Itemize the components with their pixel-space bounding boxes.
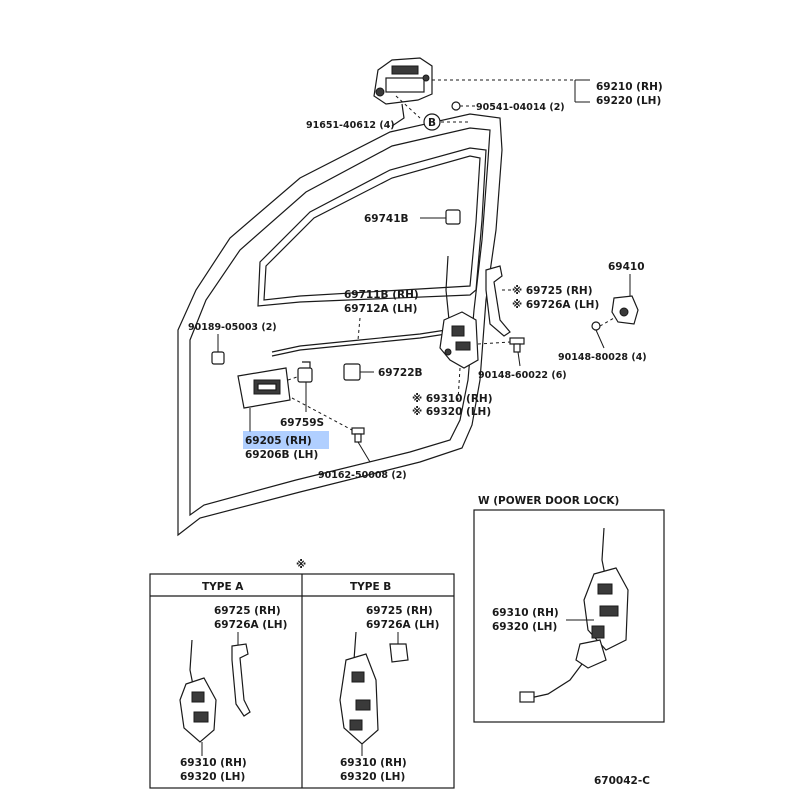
power-door-lock-inset: W (POWER DOOR LOCK) 69310 (RH) 69320 (LH… xyxy=(473,495,665,723)
label-69711b: 69711B (RH) xyxy=(344,289,419,301)
part-69741b xyxy=(445,209,461,225)
door-frame xyxy=(177,113,503,537)
label-90148-60022: 90148-60022 (6) xyxy=(478,370,567,381)
label-69410: 69410 xyxy=(608,261,645,273)
label-tb-69725: 69725 (RH) xyxy=(366,605,433,617)
label-69726a: ※ 69726A (LH) xyxy=(512,299,599,311)
door-lock-assembly-main xyxy=(439,255,479,369)
leader-69310-main xyxy=(457,367,461,401)
leader-handle-rod xyxy=(287,375,301,381)
label-69722b: 69722B xyxy=(378,367,423,379)
label-90541: 90541-04014 (2) xyxy=(476,102,565,113)
leader-screw-handle xyxy=(291,397,353,431)
leader-90162 xyxy=(357,441,371,463)
label-90148-80028: 90148-80028 (4) xyxy=(558,352,647,363)
tb-clip xyxy=(389,643,409,663)
label-69712a: 69712A (LH) xyxy=(344,303,417,315)
label-69759s: 69759S xyxy=(280,417,324,429)
label-ta-69320: 69320 (LH) xyxy=(180,771,245,783)
outside-handle-part xyxy=(373,57,433,127)
label-pd-69320: 69320 (LH) xyxy=(492,621,557,633)
inside-handle-69205 xyxy=(237,367,291,409)
leader-69711b xyxy=(357,317,361,341)
label-type-a: TYPE A xyxy=(202,581,244,593)
label-69210: 69210 (RH) xyxy=(596,81,663,93)
part-69759s xyxy=(297,361,313,383)
part-90189 xyxy=(211,351,225,365)
label-pd-69310: 69310 (RH) xyxy=(492,607,559,619)
label-ta-69726a: 69726A (LH) xyxy=(214,619,287,631)
ta-link xyxy=(231,643,251,717)
label-90189: 90189-05003 (2) xyxy=(188,322,277,333)
label-tb-69310: 69310 (RH) xyxy=(340,757,407,769)
bracket-69210 xyxy=(574,79,590,103)
lock-rod-69711b xyxy=(271,329,447,353)
label-69220: 69220 (LH) xyxy=(596,95,661,107)
screw-90148-80028 xyxy=(591,321,601,331)
leader-90148-80028 xyxy=(595,329,605,349)
screw-90541 xyxy=(451,101,461,111)
screw-90148-60022 xyxy=(509,337,525,353)
label-type-b: TYPE B xyxy=(350,581,391,593)
striker-69410 xyxy=(611,295,639,325)
label-91651: 91651-40612 (4) xyxy=(306,120,395,131)
label-69725: ※ 69725 (RH) xyxy=(512,285,593,297)
label-69205: 69205 (RH) xyxy=(245,435,312,447)
svg-text:B: B xyxy=(428,117,436,129)
label-69741b: 69741B xyxy=(364,213,409,225)
label-tb-69320: 69320 (LH) xyxy=(340,771,405,783)
label-ta-69310: 69310 (RH) xyxy=(180,757,247,769)
lock-rod-69711b-b xyxy=(271,333,447,357)
part-69725-link xyxy=(485,265,511,337)
ref-circle-b: B xyxy=(423,113,441,131)
label-ta-69725: 69725 (RH) xyxy=(214,605,281,617)
label-69206b: 69206B (LH) xyxy=(245,449,318,461)
figure-code: 670042-C xyxy=(594,775,650,787)
leader-screw-lock xyxy=(477,341,511,345)
highlight-69205 xyxy=(243,431,329,449)
label-90162: 90162-50008 (2) xyxy=(318,470,407,481)
leader-screw-striker xyxy=(599,317,615,327)
label-69310: ※ 69310 (RH) xyxy=(412,393,493,405)
type-table: TYPE A TYPE B 69725 (RH) 69726A (LH) 693… xyxy=(149,573,455,789)
label-tb-69726a: 69726A (LH) xyxy=(366,619,439,631)
label-69320: ※ 69320 (LH) xyxy=(412,406,491,418)
part-69722b xyxy=(343,363,361,381)
screw-90162 xyxy=(351,427,365,443)
label-power-door-lock: W (POWER DOOR LOCK) xyxy=(478,495,619,507)
ta-lock xyxy=(179,677,217,743)
leader-90148-60022 xyxy=(517,351,521,367)
note-mark: ※ xyxy=(296,559,306,571)
